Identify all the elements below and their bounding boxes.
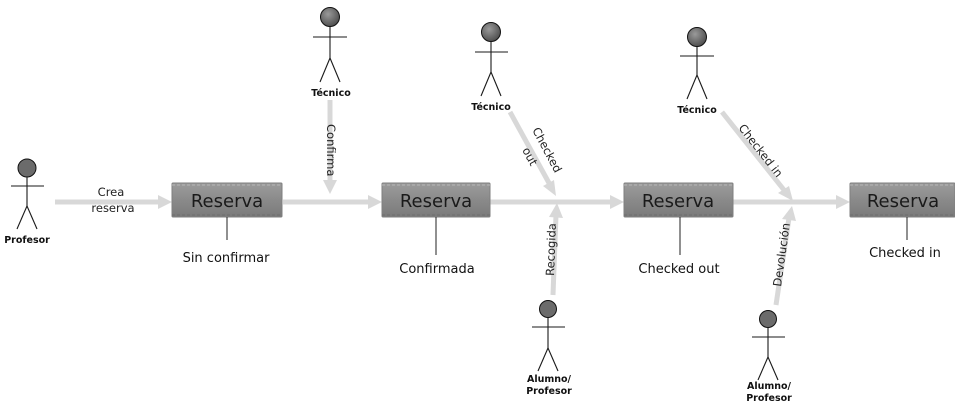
edge-box1-box2 (283, 195, 382, 209)
edge-label-checked-in: Checked in (736, 121, 786, 180)
actor-alumno-profesor-1 (532, 300, 565, 372)
edge-box3-box4 (733, 195, 850, 209)
edge-crea-reserva (55, 195, 172, 209)
actor-tecnico-2 (475, 22, 508, 97)
actor-head-icon (539, 300, 557, 318)
state-label-confirmada: Confirmada (399, 262, 474, 277)
state-box-sin-confirmar: Reserva (171, 182, 283, 218)
actor-head-icon (320, 7, 340, 27)
actor-label-profesor: Profesor (4, 235, 50, 246)
state-connector (226, 217, 908, 255)
actor-label-profesor-3: Profesor (746, 393, 792, 404)
actor-label-profesor-2: Profesor (526, 386, 572, 397)
actor-label-alumno: Alumno/ (527, 374, 572, 385)
state-box-confirmada: Reserva (381, 182, 491, 218)
actor-profesor (11, 158, 44, 230)
actor-head-icon (687, 27, 707, 47)
edge-recogida (549, 203, 563, 296)
edge-label-recogida: Recogida (543, 223, 559, 276)
state-box-label: Reserva (867, 191, 939, 212)
state-box-label: Reserva (191, 191, 263, 212)
edge-label-reserva: reserva (91, 201, 134, 215)
actor-tecnico-1 (313, 7, 347, 83)
state-box-checked-in: Reserva (849, 182, 955, 218)
edge-label-confirma: Confirma (324, 124, 338, 176)
actor-label-tecnico-1: Técnico (311, 88, 351, 99)
actor-label-alumno: Alumno/ (747, 381, 792, 392)
state-label-checked-out: Checked out (638, 262, 719, 277)
actor-label-tecnico-3: Técnico (677, 105, 717, 116)
actor-alumno-profesor-2 (752, 310, 785, 381)
edge-confirma (323, 100, 337, 194)
edge-label-devolucion: Devolución (770, 222, 793, 287)
state-label-sin-confirmar: Sin confirmar (183, 251, 271, 266)
state-label-checked-in: Checked in (869, 246, 941, 261)
actor-head-icon (759, 310, 777, 328)
edge-checked-out (507, 110, 556, 196)
actor-head-icon (481, 22, 501, 42)
actor-head-icon (17, 158, 37, 178)
state-box-label: Reserva (642, 191, 714, 212)
actor-label-tecnico-2: Técnico (471, 102, 511, 113)
edge-label-crea: Crea (98, 185, 125, 199)
edge-box2-box3 (490, 195, 624, 209)
state-box-checked-out: Reserva (623, 182, 734, 218)
edge-checked-in (720, 110, 793, 201)
edge-devolucion (773, 206, 796, 306)
state-box-label: Reserva (400, 191, 472, 212)
actor-tecnico-3 (680, 27, 714, 100)
